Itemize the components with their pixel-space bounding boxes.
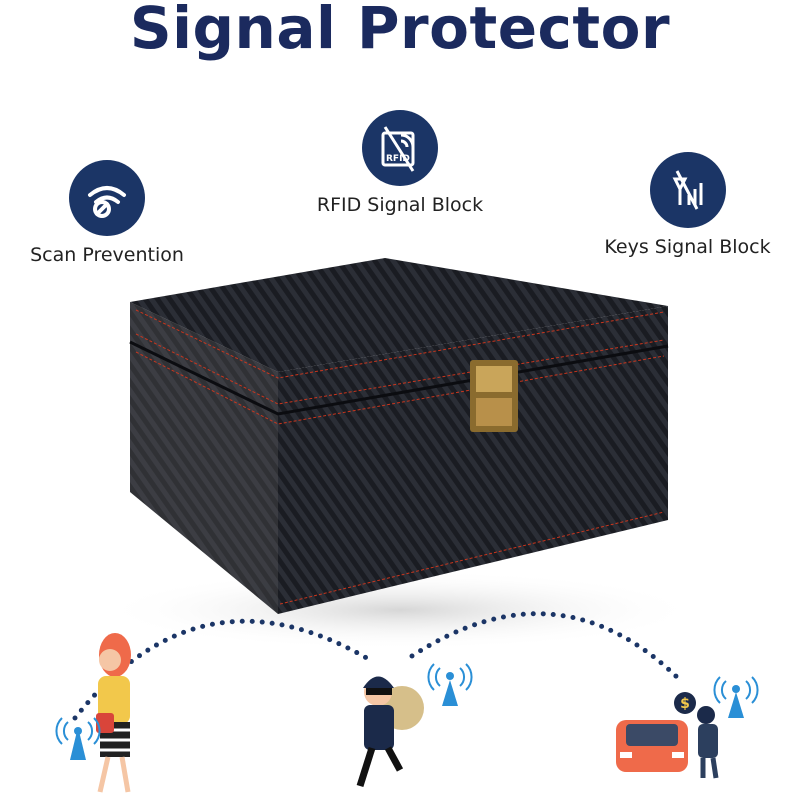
rfid-blocked-icon: RFID bbox=[362, 110, 438, 186]
signal-tower-icons bbox=[70, 672, 744, 760]
signal-blocking-box bbox=[129, 258, 669, 614]
feature-scan-prevention: Scan Prevention bbox=[22, 160, 192, 266]
car-thief-figure: $ bbox=[674, 692, 719, 779]
wifi-blocked-icon bbox=[69, 160, 145, 236]
feature-label: RFID Signal Block bbox=[316, 194, 484, 216]
feature-label: Keys Signal Block bbox=[604, 236, 771, 258]
page-title: Signal Protector bbox=[129, 0, 671, 62]
car bbox=[616, 720, 688, 772]
feature-keys-signal-block: Keys Signal Block bbox=[600, 152, 775, 258]
feature-rfid-signal-block: RFID RFID Signal Block bbox=[300, 110, 500, 216]
svg-text:$: $ bbox=[680, 696, 690, 712]
woman-figure bbox=[96, 633, 131, 793]
signal-waves bbox=[55, 663, 759, 745]
latch bbox=[470, 360, 518, 432]
signal-path-right bbox=[409, 611, 685, 685]
antenna-blocked-icon bbox=[649, 152, 726, 228]
thief-figure bbox=[356, 676, 424, 788]
rfid-icon-text: RFID bbox=[386, 154, 410, 164]
feature-label: Scan Prevention bbox=[30, 244, 184, 266]
